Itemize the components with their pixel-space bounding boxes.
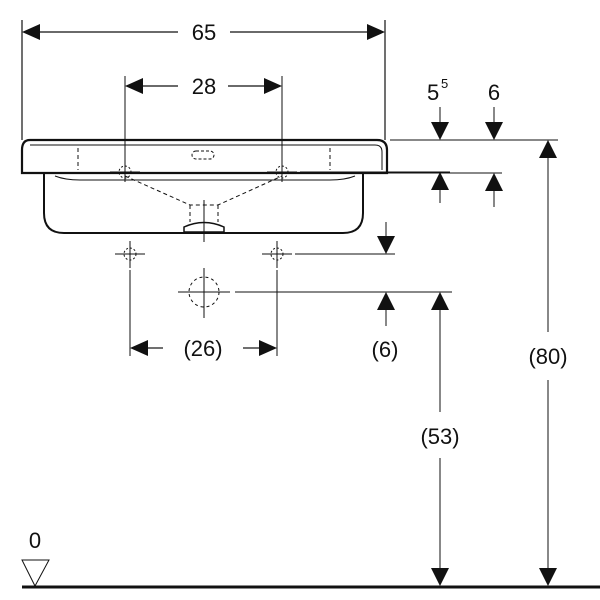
drain-plug xyxy=(183,221,225,233)
dimension-bracket-spacing: (26) xyxy=(129,270,278,361)
dimension-tap-spacing: 28 xyxy=(124,74,283,182)
floor-level-label: 0 xyxy=(29,528,41,553)
arrowhead-up xyxy=(539,140,557,158)
mounting-points xyxy=(115,241,452,318)
bracket-marker-right xyxy=(262,241,292,268)
waste-height-label: (53) xyxy=(420,424,459,449)
arrowhead-up xyxy=(377,292,395,310)
arrowhead-left xyxy=(130,340,148,356)
rim-thickness-alt-label: 6 xyxy=(488,80,500,105)
washbasin xyxy=(20,138,389,242)
waste-outlet-marker xyxy=(178,268,230,318)
tap-spacing-label: 28 xyxy=(192,74,216,99)
bowl-inner-edge xyxy=(54,175,356,181)
bracket-marker-left xyxy=(115,241,145,268)
arrowhead-down xyxy=(485,122,503,140)
arrowhead-down xyxy=(377,236,395,254)
rim-height-label: (80) xyxy=(528,344,567,369)
arrowhead-right xyxy=(264,78,282,94)
arrowhead-right xyxy=(367,24,385,40)
tap-hole-left xyxy=(110,165,140,179)
bracket-offset-label: (6) xyxy=(372,337,399,362)
arrowhead-left xyxy=(125,78,143,94)
dimension-rim-height: (80) xyxy=(528,140,568,586)
arrowhead-up xyxy=(431,292,449,310)
tap-hole-right xyxy=(267,165,297,179)
rim-inner-edge xyxy=(30,144,383,170)
rim-thickness-superscript: 5 xyxy=(441,76,448,91)
overall-width-label: 65 xyxy=(192,20,216,45)
level-marker-icon xyxy=(21,559,50,588)
dimension-waste-height: (53) xyxy=(420,292,460,586)
dimension-overall-width: 65 xyxy=(21,20,386,140)
arrowhead-down xyxy=(431,122,449,140)
floor-reference: 0 xyxy=(21,528,600,589)
dimension-rim-thickness: 5 5 6 xyxy=(300,76,558,207)
dimension-bracket-offset: (6) xyxy=(372,222,399,362)
arrowhead-right xyxy=(259,340,277,356)
arrowhead-up xyxy=(485,173,503,191)
overflow-slot xyxy=(191,150,215,160)
arrowhead-up xyxy=(431,172,449,190)
rim-thickness-label: 5 xyxy=(427,80,439,105)
arrowhead-down xyxy=(431,568,449,586)
arrowhead-down xyxy=(539,568,557,586)
bracket-spacing-label: (26) xyxy=(183,336,222,361)
arrowhead-left xyxy=(22,24,40,40)
